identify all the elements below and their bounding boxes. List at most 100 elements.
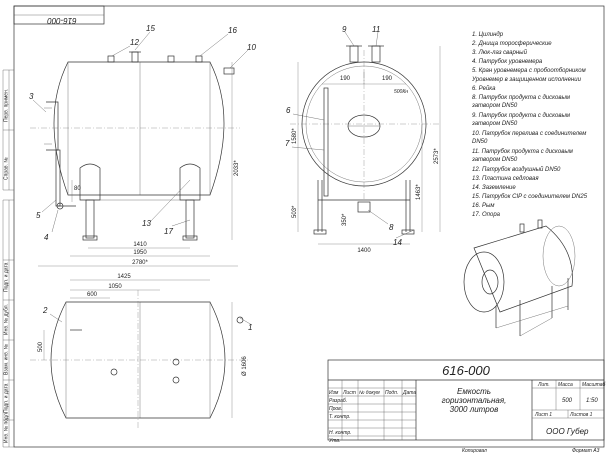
parts-item: 15. Патрубок CIP с соединителем DN25 <box>472 194 588 200</box>
dim-1580: 1580* <box>292 128 298 144</box>
dim-1400: 1400 <box>357 248 371 254</box>
parts-item: 5. Кран уровнемера с пробоотборником <box>472 68 586 74</box>
callout-3: 3 <box>29 92 34 101</box>
front-view: 1410 1950 2780* 2033* 80 15 12 16 10 3 5… <box>29 24 256 267</box>
binding-strip: Инв. № подл. Подп. и дата Взам. инв. № И… <box>2 69 14 448</box>
doc-name-line1: Емкость <box>457 387 491 396</box>
side-label: Инв. № дубл. <box>4 304 10 335</box>
parts-item: 17. Опора <box>472 212 501 218</box>
dim-1606: Ø 1606 <box>242 356 248 376</box>
sheet-frame <box>13 5 605 448</box>
callout-13: 13 <box>142 219 151 228</box>
plan-view: 1425 1050 600 500 Ø 1606 2 1 <box>30 274 252 430</box>
parts-item: Уровнемер в защищенном исполнении <box>471 77 582 83</box>
col-header: Лист <box>342 390 356 396</box>
dim-1425: 1425 <box>117 274 131 280</box>
col-header: Дата <box>402 390 416 396</box>
row-label: Н. контр. <box>329 430 352 436</box>
dim-500kn: 500Кн <box>394 89 408 95</box>
dim-1410: 1410 <box>133 242 147 248</box>
dim-2033: 2033* <box>234 160 240 176</box>
title-block: Изм Лист № докум Подп. Дата Разраб. Пров… <box>327 359 606 454</box>
top-stamp-number: 616-000 <box>47 16 77 25</box>
callout-12: 12 <box>130 38 139 47</box>
mass-value: 500 <box>562 398 573 404</box>
side-label: Перв. примен. <box>4 89 10 122</box>
parts-item: 3. Люк-лаз сварный <box>472 49 528 56</box>
callout-2: 2 <box>42 306 48 315</box>
row-label: Разраб. <box>329 398 347 404</box>
dim-2573: 2573* <box>434 148 440 164</box>
callout-7: 7 <box>285 139 290 148</box>
parts-list: 1. Цилиндр 2. Днища торосферические 3. Л… <box>471 32 588 218</box>
row-label: Пров. <box>329 406 342 412</box>
callout-6: 6 <box>286 106 291 115</box>
dim-80: 80 <box>74 186 81 192</box>
row-label: Утв. <box>329 438 340 444</box>
dim-1950: 1950 <box>133 250 147 256</box>
company-name: ООО Губер <box>546 427 589 436</box>
callout-16: 16 <box>228 26 237 35</box>
scale-value: 1:50 <box>586 398 598 404</box>
side-label: Справ. № <box>4 157 10 180</box>
parts-item: 11. Патрубок продукта с дисковым <box>472 149 573 155</box>
isometric-view <box>463 219 576 337</box>
dim-2780: 2780* <box>132 260 148 266</box>
lit-label: Лит. <box>537 382 550 388</box>
top-stamp: 616-000 <box>13 5 105 25</box>
dim-503: 503* <box>292 205 298 218</box>
callout-10: 10 <box>247 43 256 52</box>
callout-5: 5 <box>36 211 41 220</box>
parts-item: 13. Пластина седловая <box>472 176 539 182</box>
parts-item: 8. Патрубок продукта с дисковым <box>472 95 570 101</box>
callout-11: 11 <box>372 25 380 34</box>
copied-label: Копировал <box>462 448 487 454</box>
callout-1: 1 <box>248 323 252 332</box>
side-label: Взам. инв. № <box>4 344 10 375</box>
side-label: Подп. и дата <box>4 383 10 413</box>
dim-190-left: 190 <box>340 76 351 82</box>
side-label: Инв. № подл. <box>4 412 10 443</box>
col-header: Изм <box>329 390 339 396</box>
callout-17: 17 <box>164 227 173 236</box>
parts-item: 4. Патрубок уровнемера <box>472 59 543 65</box>
dim-190-right: 190 <box>382 76 393 82</box>
parts-item: затвором DN50 <box>471 157 518 163</box>
parts-item: 16. Рым <box>472 203 495 209</box>
dim-600: 600 <box>87 292 98 298</box>
sheet-label: Лист 1 <box>534 412 552 418</box>
parts-item: 6. Рейка <box>472 85 496 92</box>
parts-item: 9. Патрубок продукта с дисковым <box>472 113 570 119</box>
scale-label: Масштаб <box>582 382 606 388</box>
doc-name-line2: горизонтальная, <box>442 396 507 405</box>
side-label: Подп. и дата <box>4 262 10 292</box>
parts-item: 10. Патрубок перелива с соединителем <box>472 131 586 137</box>
col-header: Подп. <box>385 390 398 396</box>
parts-item: DN50 <box>472 139 488 145</box>
parts-item: 12. Патрубок воздушный DN50 <box>472 166 561 173</box>
doc-number: 616-000 <box>442 363 490 378</box>
dim-1050: 1050 <box>108 284 122 290</box>
row-label: Т. контр. <box>329 414 351 420</box>
callout-15: 15 <box>146 24 155 33</box>
format-label: Формат А3 <box>572 448 600 454</box>
sheets-label: Листов 1 <box>569 412 593 418</box>
parts-item: затвором DN50 <box>471 121 518 127</box>
dim-1463: 1463* <box>416 184 422 200</box>
callout-14: 14 <box>393 238 402 247</box>
parts-item: 2. Днища торосферические <box>471 41 552 47</box>
title-grid <box>328 380 416 440</box>
callout-8: 8 <box>389 223 394 232</box>
parts-item: затвором DN50 <box>471 103 518 109</box>
mass-label: Масса <box>558 382 573 388</box>
col-header: № докум <box>359 390 380 396</box>
dim-350: 350* <box>342 213 348 226</box>
callout-9: 9 <box>342 25 347 34</box>
doc-name-line3: 3000 литров <box>450 405 499 414</box>
parts-item: 14. Заземление <box>472 185 516 191</box>
callout-4: 4 <box>44 233 49 242</box>
end-view: 190 190 500Кн 1580* 2573* 1463* 503* 350… <box>285 25 441 254</box>
parts-item: 1. Цилиндр <box>472 32 504 38</box>
dim-500: 500 <box>38 341 44 352</box>
